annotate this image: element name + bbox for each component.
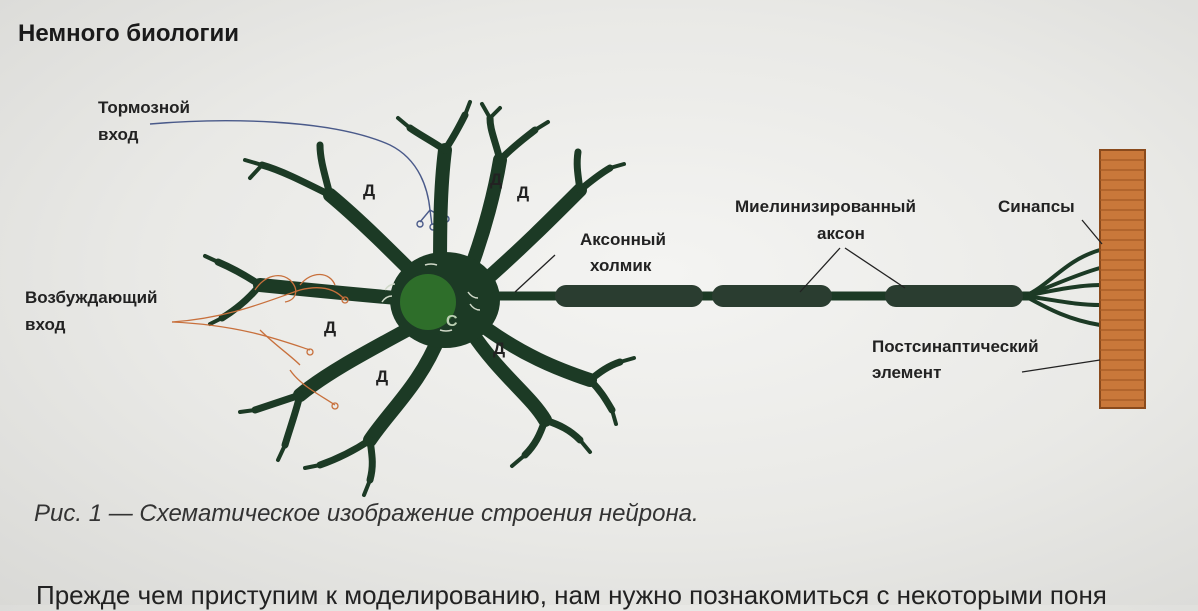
label-dendrite: Д [363,181,375,200]
inhibitory-fiber [149,120,450,231]
excitatory-fibers [171,273,349,410]
synaptic-terminals [1023,248,1102,327]
label-pointers [514,219,1103,373]
label-dendrite: Д [493,339,505,358]
section-heading: Немного биологии [18,20,240,47]
label-dendrite: Д [517,183,529,202]
axon [490,285,1035,307]
figure-caption: Рис. 1 — Схематическое изображение строе… [34,500,699,527]
label-dendrite: Д [324,318,336,337]
postsynaptic-element [1099,149,1146,409]
label-dendrite: Д [376,367,388,386]
body-paragraph: Прежде чем приступим к моделированию, на… [36,580,1107,610]
label-dendrite: Д [490,170,502,189]
label-soma: С [446,313,458,330]
soma-organelles [381,263,481,332]
label-synapses: Синапсы [998,197,1075,216]
nucleus [400,274,456,330]
